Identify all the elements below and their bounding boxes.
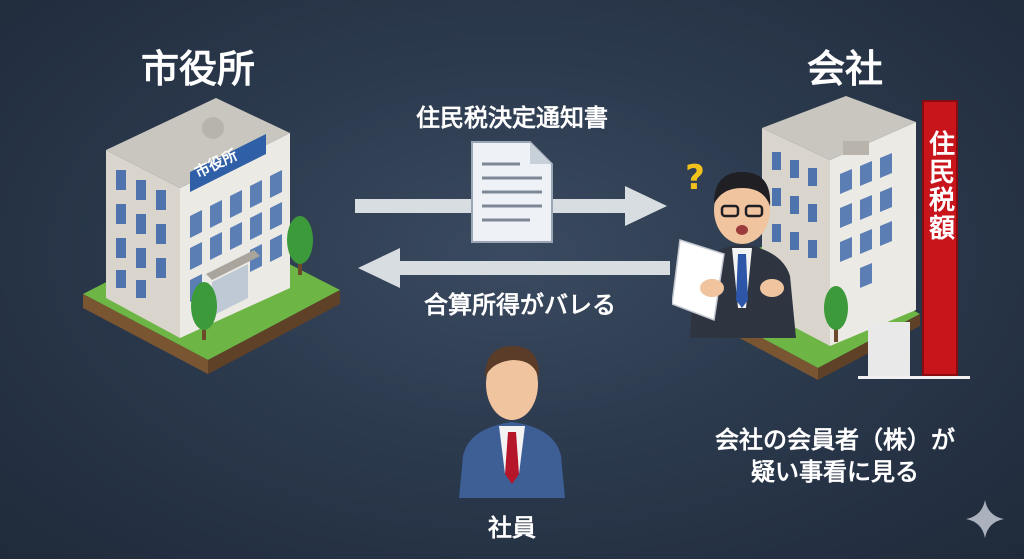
notice-label: 住民税決定通知書 [416,104,608,132]
surprised-manager-icon [672,172,796,338]
income-exposed-label: 合算所得がバレる [424,291,616,319]
question-mark-icon: ? [685,158,705,198]
employee-label: 社員 [488,514,536,542]
city-hall-building-icon: 市役所 [83,98,340,374]
suspicion-text-line-2: 疑い事看に見る [751,458,919,486]
employee-icon [459,346,565,498]
company-building-icon [676,96,920,380]
document-icon [471,141,553,243]
bar-baseline [858,376,970,379]
small-bar [868,322,910,376]
resident-tax-bar [922,100,958,376]
city-hall-title: 市役所 [140,47,255,91]
sparkle-icon [966,500,1004,538]
suspicion-text-line-1: 会社の会員者（株）が [715,426,955,454]
resident-tax-bar-label: 住民税額 [924,130,955,242]
income-arrow-left [358,248,670,288]
company-title: 会社 [806,47,883,91]
